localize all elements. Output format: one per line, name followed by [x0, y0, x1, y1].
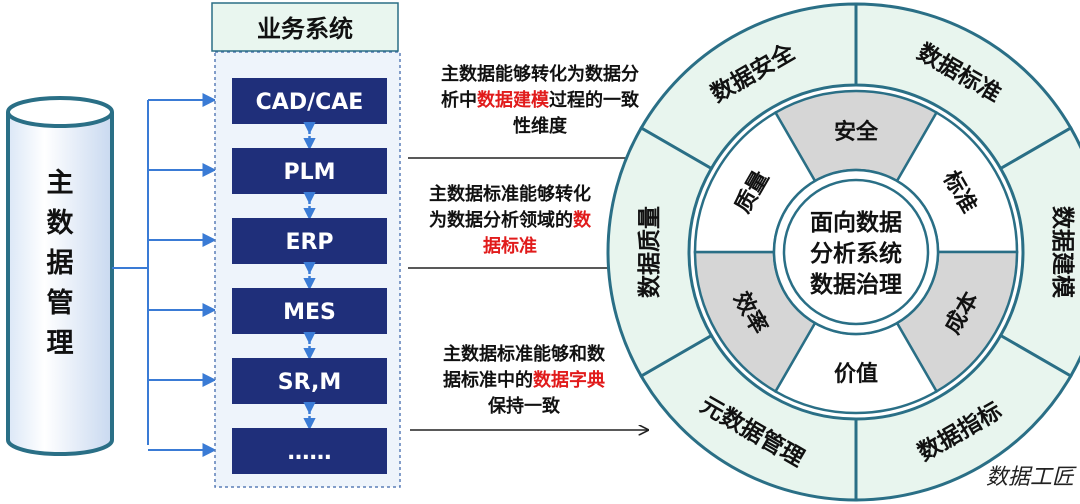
wheel-center-label: 数据治理: [810, 271, 902, 298]
note-text: 主数据标准能够和数: [443, 343, 606, 365]
note-text: 析中: [441, 89, 477, 111]
note-line: 为数据分析领域的数: [429, 209, 592, 231]
system-label: SR,M: [278, 370, 341, 395]
annotation-notes: 主数据能够转化为数据分析中数据建模过程的一致性维度主数据标准能够转化为数据分析领…: [429, 63, 640, 417]
system-box[interactable]: ……: [232, 428, 387, 474]
wheel-center-inner-ring: [782, 178, 930, 326]
outer-segment-label: 数据建模: [1049, 206, 1075, 299]
master-data-char: 数: [47, 208, 75, 239]
master-data-char: 主: [47, 168, 74, 199]
system-label: CAD/CAE: [256, 90, 364, 115]
note-text: 过程的一致: [549, 89, 640, 111]
inner-segment[interactable]: 效率: [693, 250, 817, 394]
system-box-bg: [232, 288, 387, 334]
inner-segment[interactable]: 价值: [773, 321, 939, 415]
system-box[interactable]: CAD/CAE: [232, 78, 387, 124]
system-label: MES: [283, 300, 336, 325]
system-box[interactable]: ERP: [232, 218, 387, 264]
master-data-connectors: [112, 93, 217, 457]
system-label: ERP: [285, 230, 333, 255]
master-data-char: 理: [47, 328, 74, 359]
note-line: 析中数据建模过程的一致: [441, 89, 640, 111]
note-line: 据标准: [483, 235, 537, 257]
note-line: 主数据标准能够转化: [429, 183, 591, 205]
outer-segment[interactable]: 数据标准: [854, 2, 1073, 171]
governance-wheel: 数据安全数据标准数据建模数据指标元数据管理数据质量安全标准成本价值效率质量面向数…: [606, 2, 1080, 502]
system-label: PLM: [283, 160, 335, 185]
system-box[interactable]: PLM: [232, 148, 387, 194]
system-box-bg: [232, 428, 387, 474]
outer-segment-bg: [606, 125, 714, 379]
outer-segment-label: 数据质量: [637, 206, 663, 298]
system-label: ……: [288, 440, 332, 465]
outer-segment[interactable]: 数据质量: [606, 125, 714, 379]
system-box-bg: [232, 148, 387, 194]
watermark: 数据工匠: [986, 465, 1077, 490]
inner-segment[interactable]: 成本: [895, 250, 1019, 394]
note-highlight: 据标准: [483, 235, 537, 257]
note-highlight: 数据字典: [533, 369, 605, 391]
note-line: 保持一致: [487, 395, 561, 417]
note-text: 为数据分析领域的: [429, 209, 573, 231]
master-data-char: 管: [47, 288, 74, 319]
business-system-group: 业务系统 CAD/CAE PLM ERP MES SR,M ……: [211, 2, 401, 488]
note-line: 主数据标准能够和数: [443, 343, 606, 365]
system-box[interactable]: MES: [232, 288, 387, 334]
note-text: 主数据能够转化为数据分: [441, 63, 639, 85]
wheel-center-label: 分析系统: [810, 240, 902, 267]
note-line: 主数据能够转化为数据分: [441, 63, 639, 85]
note-text: 性维度: [513, 115, 568, 137]
system-box-bg: [232, 358, 387, 404]
note-line: 性维度: [513, 115, 568, 137]
note-line: 据标准中的数据字典: [443, 369, 605, 391]
note-highlight: 数: [573, 209, 592, 231]
inner-segment-label: 安全: [834, 119, 879, 145]
business-system-title: 业务系统: [257, 15, 353, 43]
note-text: 据标准中的: [443, 369, 533, 391]
master-data-char: 据: [47, 248, 74, 279]
note-text: 保持一致: [487, 395, 561, 417]
note-arrows: [408, 158, 648, 430]
inner-segment-label: 价值: [834, 361, 878, 387]
note-text: 主数据标准能够转化: [429, 183, 591, 205]
note-highlight: 数据建模: [477, 89, 550, 111]
system-box-bg: [232, 218, 387, 264]
system-box-bg: [232, 78, 387, 124]
system-box[interactable]: SR,M: [232, 358, 387, 404]
outer-segment[interactable]: 数据建模: [998, 125, 1080, 379]
wheel-center-label: 面向数据: [810, 209, 902, 236]
